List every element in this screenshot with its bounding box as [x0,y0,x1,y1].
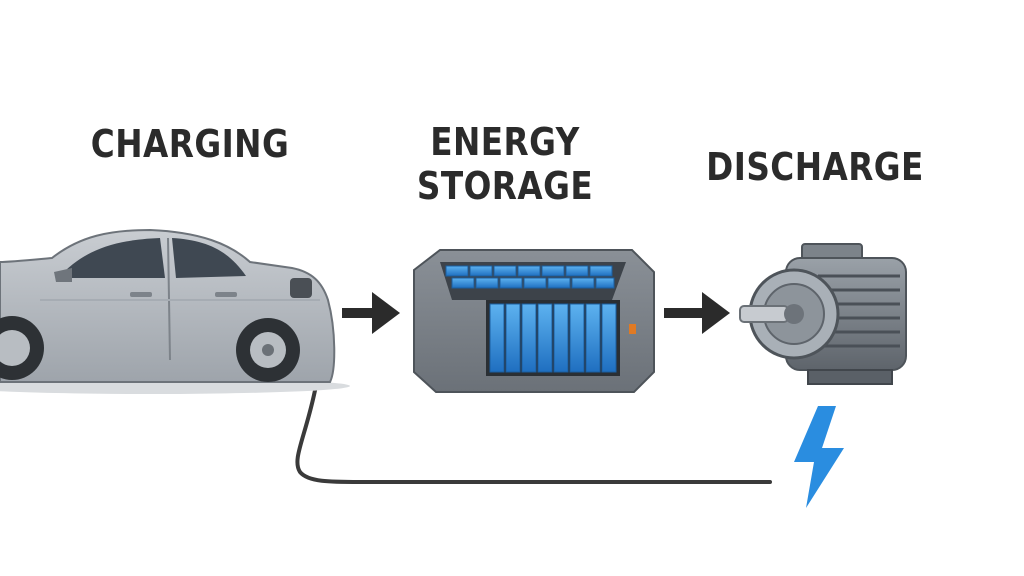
discharge-label: DISCHARGE [706,145,924,189]
stage-label-energy-storage: ENERGY STORAGE [398,120,613,208]
lightning-bolt-icon [794,406,844,508]
energy-storage-label-line1: ENERGY [430,120,580,164]
energy-storage-label-line2: STORAGE [416,164,594,208]
battery-pack-icon [413,249,655,393]
charging-label: CHARGING [90,122,290,166]
right-arrow-icon [664,292,730,334]
right-arrow-icon [342,292,400,334]
electric-car-icon [0,228,350,394]
electric-motor-icon [739,243,907,385]
stage-label-discharge: DISCHARGE [699,145,931,189]
stage-label-charging: CHARGING [78,122,302,166]
